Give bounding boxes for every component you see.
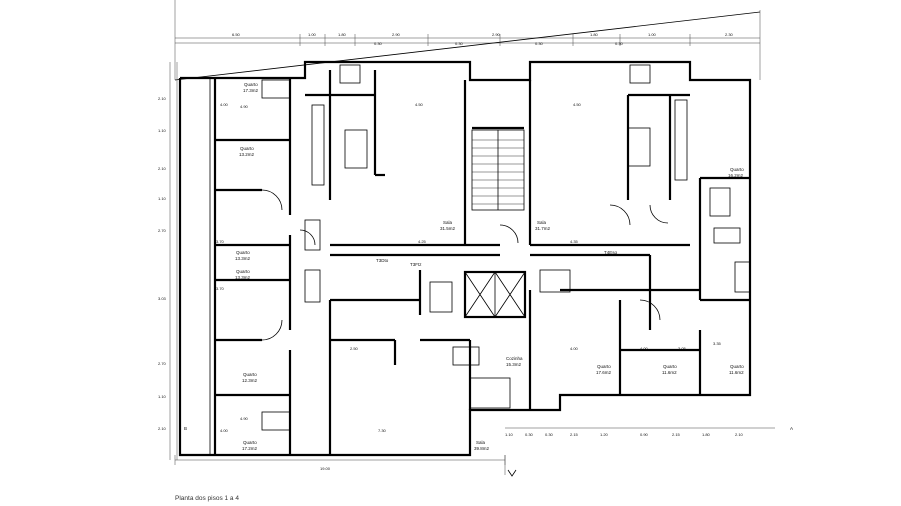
- room-area: 16.2m2: [728, 173, 744, 178]
- left-dim-8: 1.10: [158, 394, 167, 399]
- drawing-caption: Planta dos pisos 1 a 4: [175, 495, 239, 502]
- top-dim-5: 2.90: [492, 32, 501, 37]
- dim-label: 3.70: [216, 286, 225, 291]
- room-label: Quarto: [730, 167, 744, 172]
- room-area: 12.3m2: [242, 378, 258, 383]
- left-dim-2: 1.10: [158, 128, 167, 133]
- top-dim-9: 0.30: [374, 41, 383, 46]
- section-markers: B A: [184, 426, 793, 477]
- room-area: 17.3m2: [243, 88, 259, 93]
- room-area: 17.2m2: [242, 446, 258, 451]
- room-area: 39.8m2: [474, 446, 490, 451]
- bottom-dim: 2.15: [570, 432, 579, 437]
- section-mark-a: A: [790, 426, 793, 431]
- room-label: Quarto: [597, 364, 611, 369]
- left-dim-6: 3.03: [158, 296, 167, 301]
- room-area: 15.3m2: [506, 362, 522, 367]
- circulation-label: T3Ftz: [410, 262, 422, 267]
- room-area: 13.2m2: [239, 152, 255, 157]
- room-label: Sala: [476, 440, 486, 445]
- dim-label: 2.50: [350, 346, 359, 351]
- room-area: 31.7m2: [535, 226, 551, 231]
- top-dim-8: 2.30: [725, 32, 734, 37]
- room-area: 11.6m2: [662, 370, 677, 375]
- dim-label: 4.90: [240, 416, 249, 421]
- room-area: 13.3m2: [235, 256, 251, 261]
- bottom-dim: 2.10: [735, 432, 744, 437]
- stair-core: [471, 126, 525, 211]
- top-dim-10: 0.30: [455, 41, 464, 46]
- dim-label: 4.00: [220, 428, 229, 433]
- bottom-total-dim: 19.00: [320, 466, 331, 471]
- top-dim-3: 1.80: [338, 32, 347, 37]
- room-label: Quarto: [236, 250, 250, 255]
- room-label: Quarto: [244, 82, 258, 87]
- top-dim-11: 0.30: [535, 41, 544, 46]
- room-label: Quarto: [730, 364, 744, 369]
- room-label: Quarto: [243, 372, 257, 377]
- bottom-dim: 0.90: [640, 432, 649, 437]
- dim-label: 4.35: [570, 239, 579, 244]
- dim-label: 4.00: [640, 346, 649, 351]
- left-dim-7: 2.70: [158, 361, 167, 366]
- interior-walls: [215, 70, 750, 455]
- dim-label: 7.30: [378, 428, 387, 433]
- left-dimension-line: 2.10 1.10 2.10 1.10 2.70 3.03 2.70 1.10 …: [158, 62, 178, 460]
- furniture: [261, 64, 751, 431]
- top-dim-1: 6.50: [232, 32, 241, 37]
- top-dim-12: 0.30: [615, 41, 624, 46]
- dim-label: 4.00: [570, 346, 579, 351]
- dim-label: 4.00: [220, 102, 229, 107]
- room-area: 11.6m2: [729, 370, 744, 375]
- room-label: Cozinha: [506, 356, 523, 361]
- bottom-dim: 1.10: [505, 432, 514, 437]
- top-dim-7: 1.00: [648, 32, 657, 37]
- left-dim-5: 2.70: [158, 228, 167, 233]
- left-dim-9: 2.10: [158, 426, 167, 431]
- left-dim-1: 2.10: [158, 96, 167, 101]
- elevator-shaft: [463, 270, 527, 319]
- room-label: Quarto: [663, 364, 677, 369]
- dim-label: 4.50: [573, 102, 582, 107]
- left-dim-3: 2.10: [158, 166, 167, 171]
- circulation-label: T4Esq: [604, 250, 618, 255]
- top-dim-2: 1.00: [308, 32, 317, 37]
- room-labels: Quarto 17.3m2 Quarto 13.2m2 Quarto 13.3m…: [235, 82, 744, 451]
- top-dim-6: 1.80: [590, 32, 599, 37]
- bottom-dim: 0.30: [525, 432, 534, 437]
- bottom-dim: 0.30: [545, 432, 554, 437]
- circulation-label: T3Dto: [376, 258, 389, 263]
- room-area: 31.5m2: [440, 226, 456, 231]
- top-dim-4: 2.90: [392, 32, 401, 37]
- inner-dimensions: 4.00 4.00 4.50 4.50 4.90 4.90 3.70 3.70 …: [216, 102, 722, 433]
- dim-label: 4.25: [418, 239, 427, 244]
- bottom-dim: 2.15: [672, 432, 681, 437]
- room-area: 13.3m2: [235, 275, 251, 280]
- top-dimension-line: 6.50 1.00 1.80 2.90 2.90 1.80 1.00 2.30 …: [174, 0, 761, 80]
- room-label: Quarto: [240, 146, 254, 151]
- left-dim-4: 1.10: [158, 196, 167, 201]
- room-label: Sala: [443, 220, 453, 225]
- room-label: Sala: [537, 220, 547, 225]
- bottom-dim: 1.20: [600, 432, 609, 437]
- bottom-dim: 1.80: [702, 432, 711, 437]
- section-mark-b: B: [184, 426, 187, 431]
- room-label: Quarto: [236, 269, 250, 274]
- room-area: 17.6m2: [596, 370, 612, 375]
- room-label: Quarto: [243, 440, 257, 445]
- bottom-dimension-line: 19.00 1.10 0.30 0.30 2.15 1.20 0.90 2.15…: [174, 427, 775, 471]
- dim-label: 3.05: [678, 346, 687, 351]
- dim-label: 3.35: [713, 341, 722, 346]
- door-swings: [261, 189, 669, 341]
- dim-label: 4.90: [240, 104, 249, 109]
- dim-label: 3.70: [216, 239, 225, 244]
- dim-label: 4.50: [415, 102, 424, 107]
- site-boundary-line: [174, 11, 761, 81]
